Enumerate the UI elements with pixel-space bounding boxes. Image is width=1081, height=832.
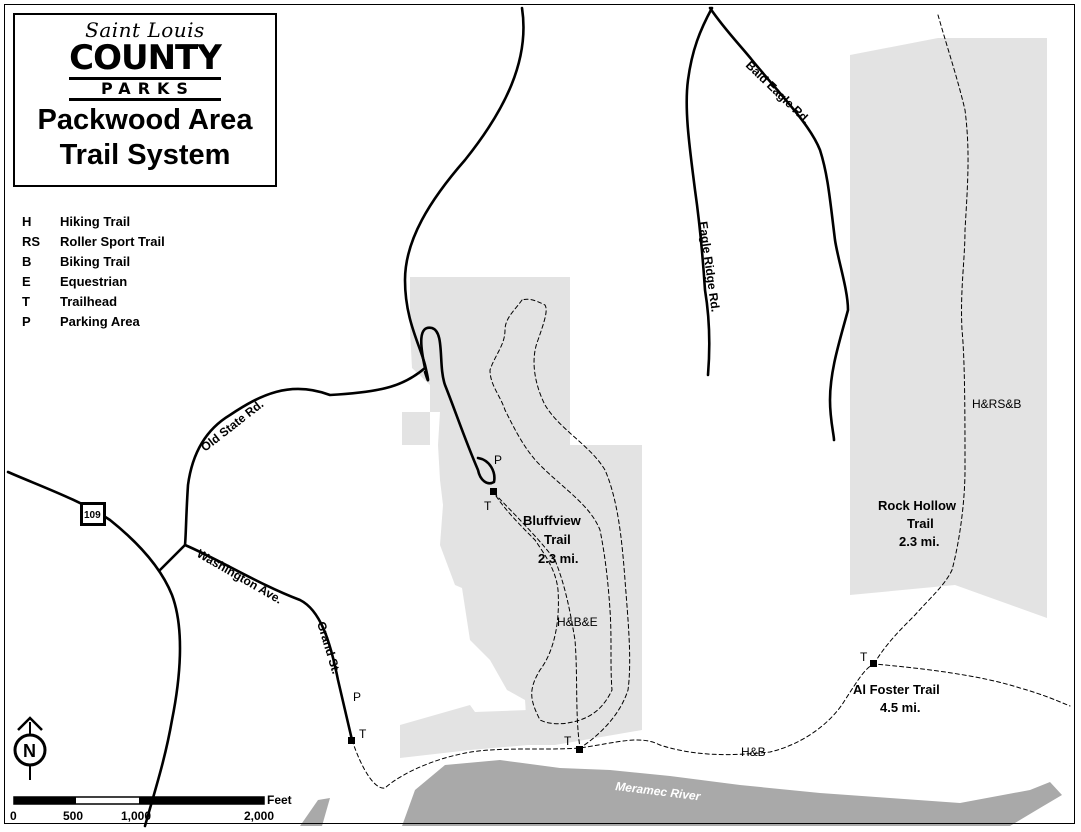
legend-code: T — [22, 294, 30, 309]
bluffview-length: 2.3 mi. — [538, 551, 578, 566]
road-label-eagle-ridge: Eagle Ridge Rd. — [696, 220, 723, 312]
al-foster-use: H&B — [741, 745, 766, 759]
route-109-label: 109 — [84, 510, 101, 521]
legend-row: T Trailhead — [22, 292, 165, 312]
legend: H Hiking Trail RS Roller Sport Trail B Biki… — [22, 212, 165, 332]
scale-bar: Feet 0 500 1,000 2,000 — [10, 793, 292, 823]
al-foster-length: 4.5 mi. — [880, 700, 920, 715]
trailhead-marker-bluffview — [490, 488, 497, 495]
trailhead-label-river: T — [564, 734, 572, 748]
road-washington — [158, 543, 354, 742]
bluffview-use: H&B&E — [557, 615, 598, 629]
scale-tick-0: 0 — [10, 809, 17, 823]
rock-hollow-length: 2.3 mi. — [899, 534, 939, 549]
rock-hollow-name: Rock Hollow — [878, 498, 957, 513]
legend-row: H Hiking Trail — [22, 212, 165, 232]
parking-label-bluffview: P — [494, 453, 502, 467]
trailhead-marker-river — [576, 746, 583, 753]
trailhead-label-grand: T — [359, 727, 367, 741]
road-bald-eagle — [708, 6, 850, 442]
trailhead-marker-grand — [348, 737, 355, 744]
legend-row: RS Roller Sport Trail — [22, 232, 165, 252]
legend-row: E Equestrian — [22, 272, 165, 292]
scale-tick-2000: 2,000 — [244, 809, 274, 823]
trailhead-marker-al-foster — [870, 660, 877, 667]
map-title-line2: Trail System — [59, 139, 231, 171]
road-old-state — [183, 366, 427, 547]
trail-al-foster — [351, 663, 1071, 789]
legend-label: Trailhead — [60, 294, 118, 309]
legend-code: B — [22, 254, 32, 269]
route-109-shield: 109 — [80, 502, 106, 526]
meramec-river — [402, 760, 1062, 826]
bluffview-name: Bluffview — [523, 513, 582, 528]
legend-code: P — [22, 314, 31, 329]
legend-code: RS — [22, 234, 41, 249]
legend-code: E — [22, 274, 31, 289]
map-title-line1: Packwood Area — [37, 104, 253, 136]
trail-rock-hollow — [873, 14, 969, 665]
legend-row: B Biking Trail — [22, 252, 165, 272]
brand-parks: PARKS — [69, 77, 221, 101]
parking-label-grand: P — [353, 690, 361, 704]
north-label: N — [23, 741, 36, 761]
rock-hollow-word: Trail — [907, 516, 934, 531]
bluffview-word: Trail — [544, 532, 571, 547]
trail-bluffview-outer — [493, 298, 631, 749]
park-area-bluffview-south — [400, 705, 528, 758]
al-foster-name: Al Foster Trail — [853, 682, 940, 697]
legend-label: Biking Trail — [60, 254, 131, 269]
road-label-bald-eagle: Bald Eagle Rd. — [743, 58, 813, 126]
north-arrow: N — [13, 716, 47, 780]
road-bluffview-loop — [420, 326, 496, 485]
legend-row: P Parking Area — [22, 312, 165, 332]
park-area-bluffview — [402, 277, 642, 745]
rock-hollow-use: H&RS&B — [972, 397, 1021, 411]
scale-tick-1000: 1,000 — [121, 809, 151, 823]
road-label-grand: Grand St. — [314, 620, 343, 676]
trail-bluffview-inner — [489, 299, 613, 725]
road-label-old-state: Old State Rd. — [198, 397, 266, 454]
brand-script: Saint Louis — [85, 18, 205, 42]
legend-label: Parking Area — [60, 314, 140, 329]
legend-label: Roller Sport Trail — [60, 234, 165, 249]
trailhead-label-al-foster: T — [860, 650, 868, 664]
road-label-washington: Washington Ave. — [195, 546, 285, 606]
road-eagle-ridge — [685, 6, 714, 377]
scale-tick-500: 500 — [63, 809, 83, 823]
park-area-rock-hollow — [850, 38, 1047, 618]
brand-county: COUNTY — [69, 38, 222, 78]
legend-label: Hiking Trail — [60, 214, 131, 229]
scale-unit: Feet — [267, 793, 292, 807]
legend-code: H — [22, 214, 32, 229]
title-box: Saint Louis COUNTY PARKS Packwood Area T… — [13, 13, 277, 187]
trailhead-label-bluffview: T — [484, 499, 492, 513]
legend-label: Equestrian — [60, 274, 128, 289]
river-inlet — [300, 798, 330, 826]
